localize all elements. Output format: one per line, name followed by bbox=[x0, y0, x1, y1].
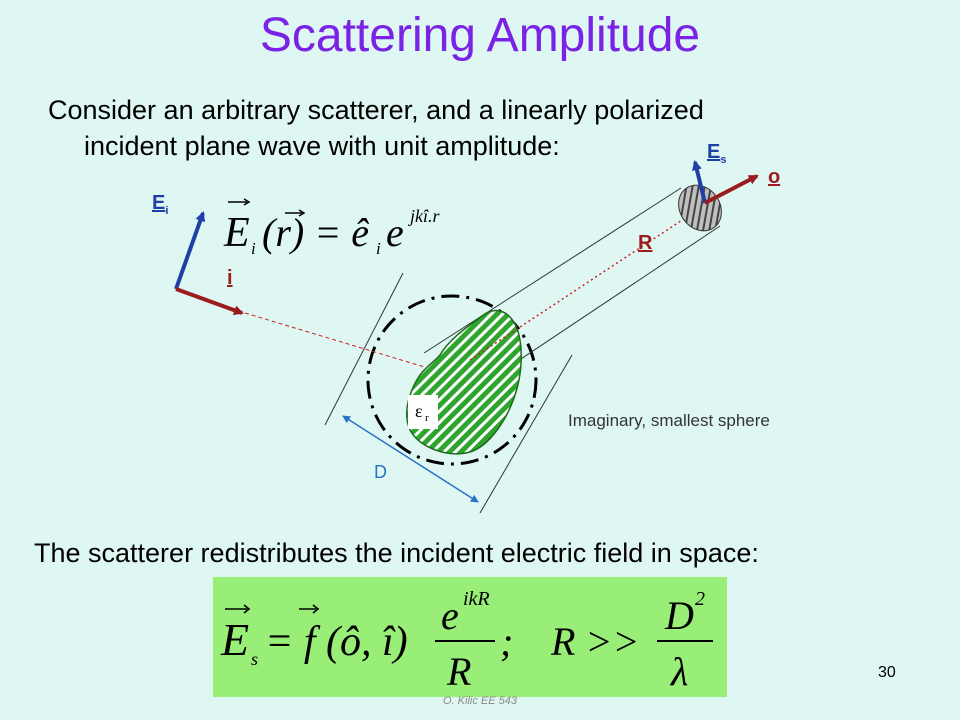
sphere-note: Imaginary, smallest sphere bbox=[568, 411, 770, 430]
cone-line-top bbox=[423, 187, 682, 354]
incident-field-label: Ei bbox=[152, 192, 169, 217]
formula-ei-exponent: jkî.r bbox=[408, 206, 440, 226]
tangent-line-left bbox=[324, 272, 404, 426]
intro-line-2: incident plane wave with unit amplitude: bbox=[84, 131, 560, 161]
incident-field-formula: E i (r) = ê i e jkî.r bbox=[223, 198, 440, 258]
formula-numerator-exponent: ikR bbox=[463, 588, 490, 610]
formula-es-subscript: s bbox=[251, 649, 258, 669]
formula-es-letter: E bbox=[220, 614, 249, 665]
incident-direction-label: i bbox=[227, 267, 233, 289]
formula-condition-denominator: λ bbox=[670, 649, 688, 694]
diameter-arrow bbox=[342, 415, 479, 503]
incident-field-vector bbox=[174, 211, 206, 290]
formula-ei-argument: (r) = ê bbox=[262, 210, 369, 255]
formula-denominator: R bbox=[446, 649, 471, 694]
cone-line-bottom bbox=[499, 225, 721, 374]
formula-condition-numerator: D bbox=[664, 593, 694, 638]
footer-credit: O. Kilic EE 543 bbox=[443, 695, 517, 707]
scattered-field-formula: E s = f (ô, î) e ikR R ; R >> D 2 λ bbox=[220, 588, 713, 694]
formula-numerator: e bbox=[441, 593, 459, 638]
scattered-field-vector bbox=[692, 160, 707, 204]
incident-direction-vector bbox=[175, 287, 244, 315]
observation-direction-label: o bbox=[768, 166, 781, 188]
tangent-line-right bbox=[479, 354, 573, 514]
statement-text: The scatterer redistributes the incident… bbox=[34, 538, 759, 568]
range-label: R bbox=[638, 232, 653, 254]
formula-condition-lhs: R >> bbox=[550, 619, 639, 664]
incident-path bbox=[244, 312, 429, 369]
formula-condition-exponent: 2 bbox=[695, 588, 705, 610]
slide-title: Scattering Amplitude bbox=[259, 9, 701, 62]
formula-ei-subscript: i bbox=[251, 239, 256, 258]
formula-ei-letter: E bbox=[223, 210, 250, 256]
diameter-label: D bbox=[374, 462, 387, 482]
scattered-field-label: Es bbox=[707, 141, 727, 166]
epsilon-subscript: r bbox=[425, 412, 429, 424]
epsilon-box bbox=[408, 395, 438, 429]
intro-text: Consider an arbitrary scatterer, and a l… bbox=[48, 92, 908, 164]
scattered-formula-box: E s = f (ô, î) e ikR R ; R >> D 2 λ bbox=[213, 577, 727, 697]
observation-direction-vector bbox=[704, 174, 759, 205]
formula-amplitude: = f (ô, î) bbox=[265, 619, 408, 665]
intro-line-1: Consider an arbitrary scatterer, and a l… bbox=[48, 95, 704, 125]
formula-ei-unit-subscript: i bbox=[376, 239, 381, 258]
formula-ei-exp-base: e bbox=[386, 210, 404, 255]
epsilon-symbol: ε bbox=[415, 401, 423, 421]
scatterer-body bbox=[406, 309, 523, 455]
page-number: 30 bbox=[878, 664, 896, 681]
formula-separator: ; bbox=[500, 619, 513, 664]
observation-path bbox=[469, 204, 706, 361]
